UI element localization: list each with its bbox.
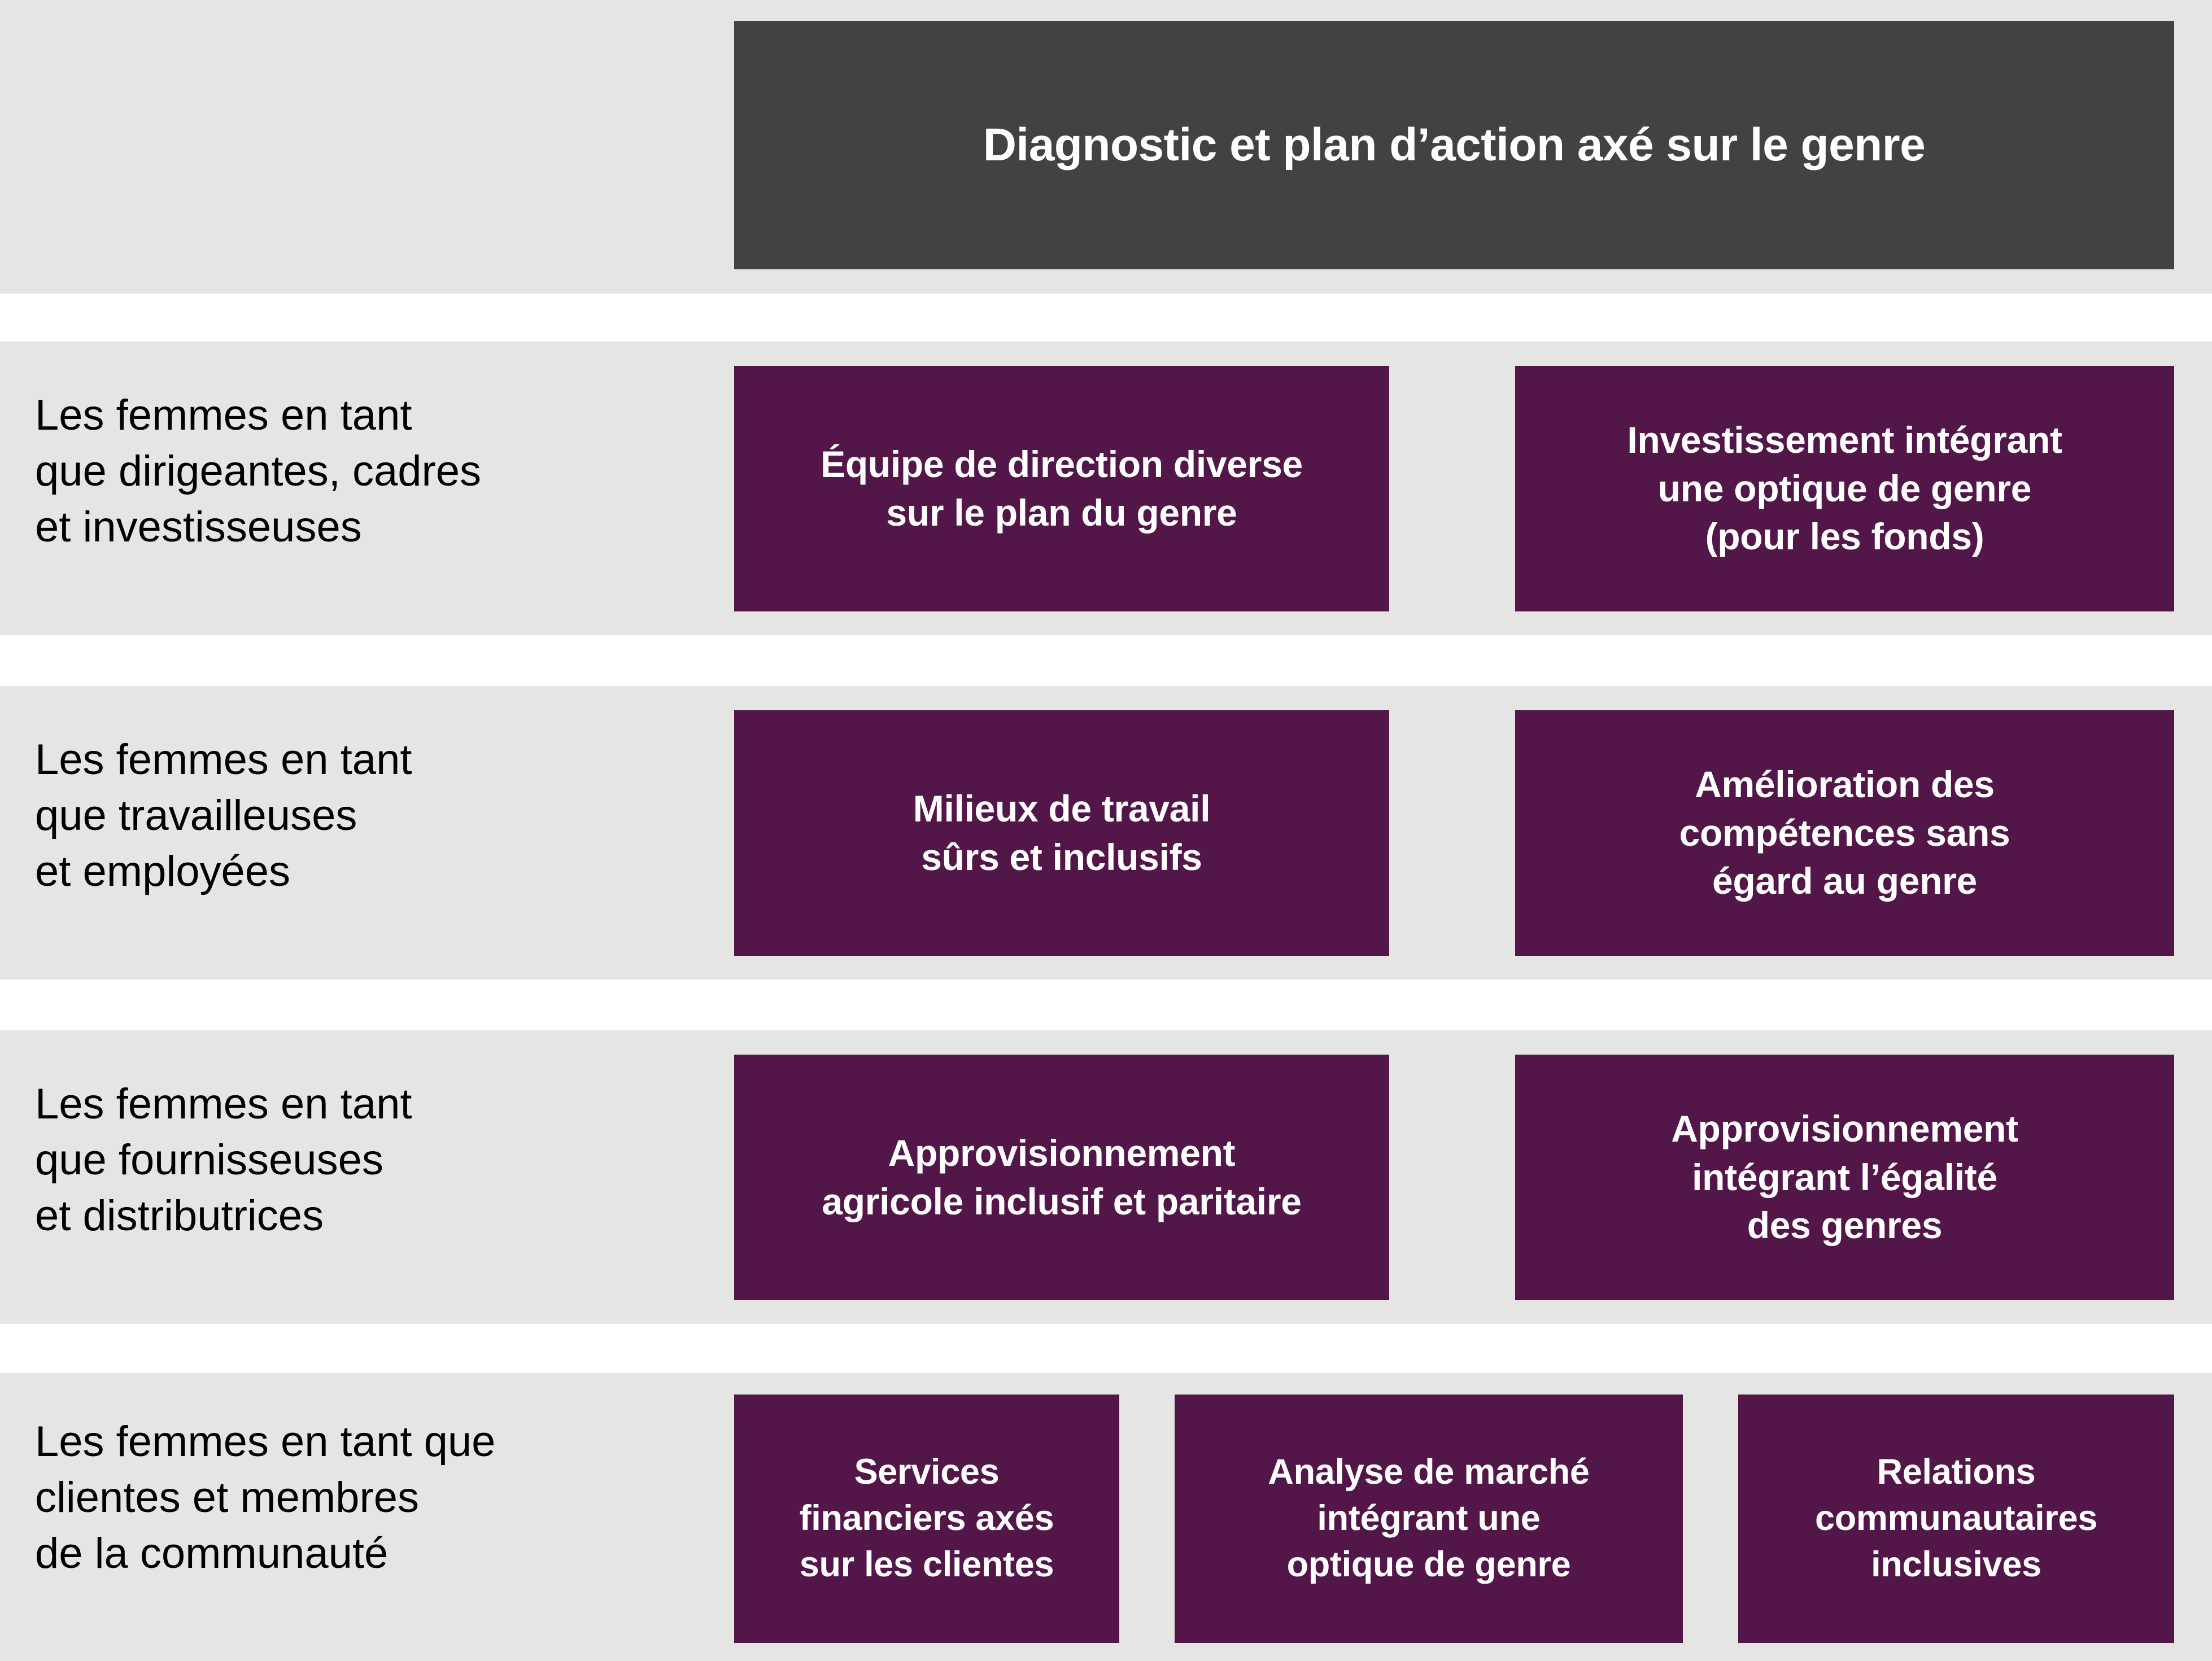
row-label-workers-employees: Les femmes en tant que travailleuses et … <box>35 736 412 895</box>
action-box-label: Analyse de marché intégrant une optique … <box>1268 1452 1590 1584</box>
action-box-label: Équipe de direction diverse sur le plan … <box>821 443 1303 534</box>
diagram-title: Diagnostic et plan d’action axé sur le g… <box>983 119 1926 171</box>
action-box-label: Approvisionnement intégrant l’égalité de… <box>1671 1107 2018 1247</box>
action-box-inclusive-community-relations[interactable]: Relations communautaires inclusives <box>1738 1395 2174 1643</box>
row-label-customers-community: Les femmes en tant que clientes et membr… <box>35 1418 496 1577</box>
action-box-label: Amélioration des compétences sans égard … <box>1679 763 2010 902</box>
row-label-leaders-managers-investors: Les femmes en tant que dirigeantes, cadr… <box>35 391 482 551</box>
action-box-label: Approvisionnement agricole inclusif et p… <box>822 1131 1302 1222</box>
action-box-label: Milieux de travail sûrs et inclusifs <box>913 787 1211 878</box>
action-box-gender-lens-investing[interactable]: Investissement intégrant une optique de … <box>1515 366 2174 611</box>
action-box-gender-equal-procurement[interactable]: Approvisionnement intégrant l’égalité de… <box>1515 1055 2174 1300</box>
action-box-gender-lens-market-analysis[interactable]: Analyse de marché intégrant une optique … <box>1175 1395 1683 1643</box>
action-box-gender-neutral-skills[interactable]: Amélioration des compétences sans égard … <box>1515 710 2174 956</box>
action-box-safe-inclusive-workplaces[interactable]: Milieux de travail sûrs et inclusifs <box>734 710 1389 956</box>
action-box-label: Relations communautaires inclusives <box>1815 1452 2097 1584</box>
action-box-label: Investissement intégrant une optique de … <box>1627 418 2062 558</box>
diagram-title-box: Diagnostic et plan d’action axé sur le g… <box>734 21 2174 269</box>
action-box-label: Services financiers axés sur les cliente… <box>799 1452 1054 1584</box>
row-label-suppliers-distributors: Les femmes en tant que fournisseuses et … <box>35 1080 412 1240</box>
action-box-women-focused-financial-services[interactable]: Services financiers axés sur les cliente… <box>734 1395 1119 1643</box>
action-box-diverse-leadership-team[interactable]: Équipe de direction diverse sur le plan … <box>734 366 1389 611</box>
action-box-inclusive-agri-sourcing[interactable]: Approvisionnement agricole inclusif et p… <box>734 1055 1389 1300</box>
